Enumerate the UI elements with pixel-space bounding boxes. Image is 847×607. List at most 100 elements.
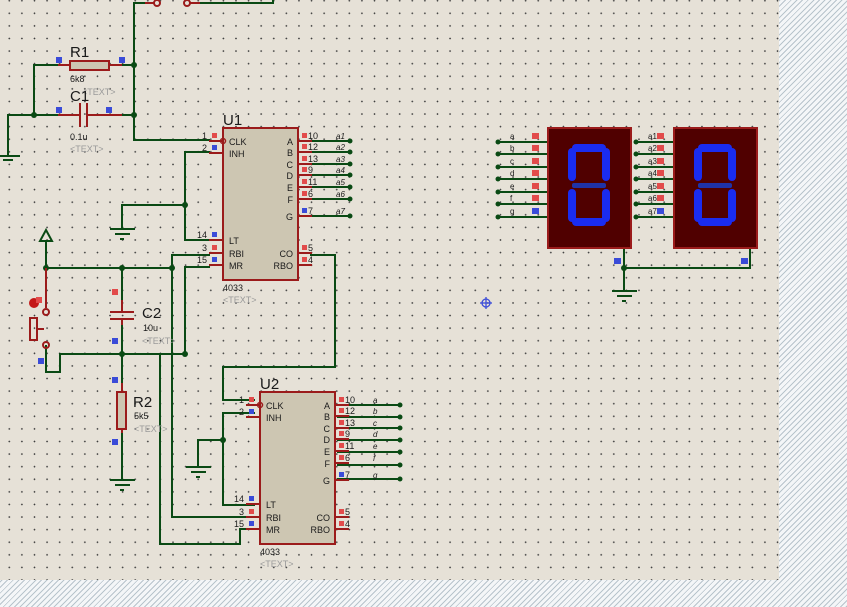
wire[interactable] — [133, 65, 210, 141]
r2-ref: R2 — [133, 394, 152, 411]
pin-marker — [249, 397, 254, 402]
pin-number: 1 — [202, 131, 207, 141]
pin-marker — [38, 358, 44, 364]
segment-a — [698, 144, 732, 152]
net-label: a — [373, 396, 378, 405]
wire[interactable] — [45, 240, 172, 269]
wire[interactable] — [133, 2, 145, 65]
pin-number: 2 — [239, 407, 244, 417]
net-label: a3 — [648, 157, 657, 166]
net-label: e — [510, 182, 515, 191]
c2-ref: C2 — [142, 305, 161, 322]
net-label: a6 — [336, 190, 345, 199]
pin-name: A — [287, 137, 293, 147]
wire[interactable] — [222, 254, 336, 401]
pin-number: 12 — [308, 142, 318, 152]
segment-d — [698, 218, 732, 226]
labels: R1 6k8 <TEXT> C1 0.1u <TEXT> C2 10u <TEX… — [70, 44, 176, 434]
pin-marker — [657, 158, 664, 164]
wire[interactable] — [7, 114, 58, 152]
pin-marker — [657, 133, 664, 139]
wire[interactable] — [624, 248, 751, 269]
pin-name: RBI — [229, 249, 244, 259]
wire[interactable] — [171, 268, 255, 518]
pin-marker — [532, 170, 539, 176]
net-label: a7 — [648, 207, 657, 216]
pin-number: 5 — [308, 243, 313, 253]
pin-marker — [249, 509, 254, 514]
net-label: c — [373, 419, 377, 428]
pin-name: A — [324, 401, 330, 411]
net-label: a5 — [648, 182, 657, 191]
net-label: a7 — [336, 207, 345, 216]
wire[interactable] — [121, 204, 185, 228]
pin-number: 2 — [202, 143, 207, 153]
ic-part-number: 4033 — [223, 283, 243, 293]
wire[interactable] — [184, 266, 210, 354]
segment-e — [694, 189, 702, 222]
net-label: a6 — [648, 194, 657, 203]
r1-value: 6k8 — [70, 74, 85, 84]
net-label: b — [373, 407, 378, 416]
pin-name: D — [287, 171, 294, 181]
net-label: g — [510, 207, 514, 216]
resistor-r1[interactable] — [56, 57, 125, 71]
pin-marker — [249, 521, 254, 526]
net-label: b — [510, 144, 515, 153]
net-label: a3 — [336, 155, 345, 164]
resistor-r2[interactable] — [112, 377, 127, 445]
pin-marker — [212, 245, 217, 250]
wire[interactable] — [159, 354, 255, 545]
r1-ref: R1 — [70, 44, 89, 61]
wire[interactable] — [33, 64, 58, 115]
ic-ref: U1 — [223, 112, 242, 129]
pin-number: 13 — [308, 154, 318, 164]
pin-marker — [657, 145, 664, 151]
pin-name: RBO — [273, 261, 293, 271]
pin-marker — [302, 245, 307, 250]
capacitor-c1[interactable] — [56, 103, 122, 127]
wire[interactable] — [222, 412, 255, 506]
ic-part-number: 4033 — [260, 547, 280, 557]
power-terminal-icon[interactable] — [38, 227, 54, 242]
pin-name: INH — [229, 149, 245, 159]
ic-body — [222, 127, 299, 281]
net-label: a4 — [648, 169, 657, 178]
pin-number: 15 — [234, 519, 244, 529]
wire[interactable] — [171, 254, 210, 268]
pin-marker — [339, 420, 344, 425]
pin-marker — [741, 258, 748, 264]
pin-name: D — [324, 435, 331, 445]
pin-number: 14 — [234, 494, 244, 504]
wire[interactable] — [184, 151, 210, 241]
capacitor-c2[interactable] — [110, 289, 134, 344]
pin-marker — [339, 509, 344, 514]
pin-name: E — [287, 183, 293, 193]
pin-number: 11 — [308, 177, 317, 187]
segment-f — [568, 148, 576, 181]
pin-number: 15 — [197, 255, 207, 265]
c1-text: <TEXT> — [70, 144, 104, 154]
wire[interactable] — [45, 345, 185, 373]
schematic-sheet[interactable] — [0, 0, 779, 580]
net-label: a1 — [336, 132, 345, 141]
pin-name: MR — [266, 525, 280, 535]
wire[interactable] — [197, 439, 223, 467]
ic-ref: U2 — [260, 376, 279, 393]
push-button[interactable] — [29, 268, 50, 349]
wire[interactable] — [200, 0, 274, 4]
pin-marker — [532, 183, 539, 189]
net-label: a2 — [336, 143, 345, 152]
pin-marker — [302, 257, 307, 262]
net-label: a — [510, 132, 515, 141]
pin-name: C — [287, 160, 294, 170]
pin-marker — [339, 521, 344, 526]
pin-name: MR — [229, 261, 243, 271]
ic-text-placeholder: <TEXT> — [223, 295, 257, 305]
switch-top[interactable] — [145, 0, 200, 7]
